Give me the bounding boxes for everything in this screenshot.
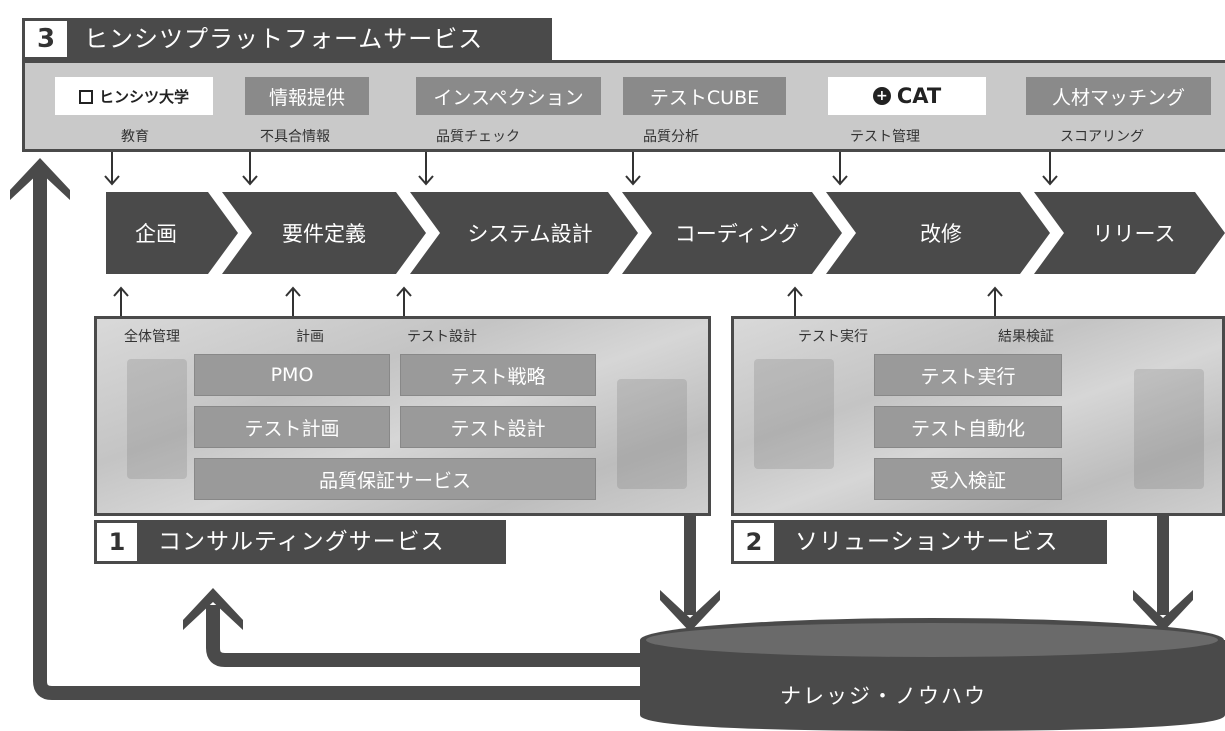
solution-box-test-execution[interactable]: テスト実行 [874,354,1062,396]
service-inspection[interactable]: インスペクション [416,77,601,115]
feedback-loop-consulting [206,605,640,667]
chevron-step-6 [1034,192,1225,274]
process-step-label: 改修 [920,222,962,246]
chevron-step-1 [106,192,238,274]
service-jinzai-matching[interactable]: 人材マッチング [1026,77,1211,115]
process-step-label: システム設計 [467,222,593,246]
plus-circle-icon: + [872,87,891,105]
consulting-number: 1 [94,520,140,564]
solution-title: ソリューションサービス [795,529,1059,555]
consulting-input-label: テスト設計 [407,329,477,345]
feedback-loop-platform [33,170,640,700]
consulting-title-bar [94,520,506,564]
service-sub-label: 品質分析 [643,129,699,145]
consulting-input-label: 計画 [296,329,324,345]
down-arrowhead-consulting [660,590,720,632]
solution-input-label: 結果検証 [998,329,1054,345]
solution-number: 2 [731,520,777,564]
service-label: CAT [896,84,942,108]
solution-input-label: テスト実行 [798,329,868,345]
consulting-title: コンサルティングサービス [158,529,445,555]
service-sub-label: 品質チェック [436,129,520,145]
chevron-step-5 [826,192,1050,274]
process-step-label: コーディング [674,222,800,246]
knowledge-label: ナレッジ・ノウハウ [780,684,987,708]
chevron-step-4 [622,192,842,274]
knowledge-cylinder-body [640,640,1225,731]
service-hinshitsu-daigaku[interactable]: ヒンシツ大学 [55,77,213,115]
consulting-box-pmo[interactable]: PMO [194,354,390,396]
service-joho-teikyo[interactable]: 情報提供 [245,77,369,115]
service-sub-label: スコアリング [1060,129,1144,145]
solution-box-acceptance[interactable]: 受入検証 [874,458,1062,500]
consulting-box-test-design[interactable]: テスト設計 [400,406,596,448]
service-sub-label: 教育 [121,129,149,145]
consulting-input-label: 全体管理 [124,329,180,345]
process-step-label: リリース [1092,222,1176,246]
process-step-label: 要件定義 [282,222,366,246]
platform-header-bar [22,18,552,60]
chevron-step-3 [410,192,638,274]
chevron-step-2 [222,192,426,274]
building-icon [78,90,93,104]
platform-title: ヒンシツプラットフォームサービス [84,25,484,53]
consulting-box-qa-service[interactable]: 品質保証サービス [194,458,596,500]
process-step-label: 企画 [135,222,177,246]
service-label: ヒンシツ大学 [98,87,189,106]
service-test-cube[interactable]: テストCUBE [623,77,786,115]
service-label: 情報提供 [268,86,345,109]
service-label: テストCUBE [649,86,760,109]
service-sub-label: 不具合情報 [260,129,330,145]
down-arrowhead-solution [1133,590,1193,632]
consulting-box-test-strategy[interactable]: テスト戦略 [400,354,596,396]
feedback-arrowhead-platform [10,158,70,200]
service-cat[interactable]: + CAT [828,77,986,115]
feedback-arrowhead-consulting [183,588,243,630]
service-label: インスペクション [433,86,584,109]
service-sub-label: テスト管理 [850,129,920,145]
service-label: 人材マッチング [1051,86,1185,109]
solution-title-bar [731,520,1107,564]
consulting-box-test-plan[interactable]: テスト計画 [194,406,390,448]
solution-box-test-automation[interactable]: テスト自動化 [874,406,1062,448]
platform-number: 3 [22,18,70,60]
